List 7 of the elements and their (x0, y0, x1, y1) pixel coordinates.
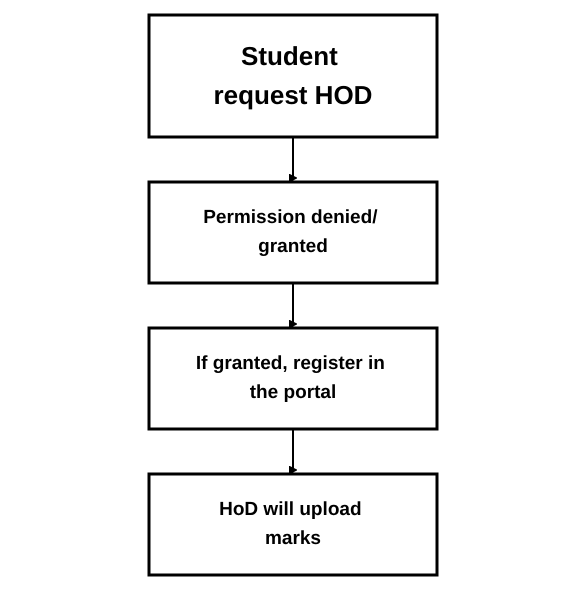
arrow (288, 136, 297, 182)
node-box: Permission denied/ granted (147, 180, 438, 284)
arrow (288, 282, 297, 328)
node-box: If granted, register in the portal (147, 326, 438, 430)
arrow (288, 428, 297, 474)
node-box: Student request HOD (147, 14, 438, 138)
node-box: HoD will upload marks (147, 472, 438, 576)
